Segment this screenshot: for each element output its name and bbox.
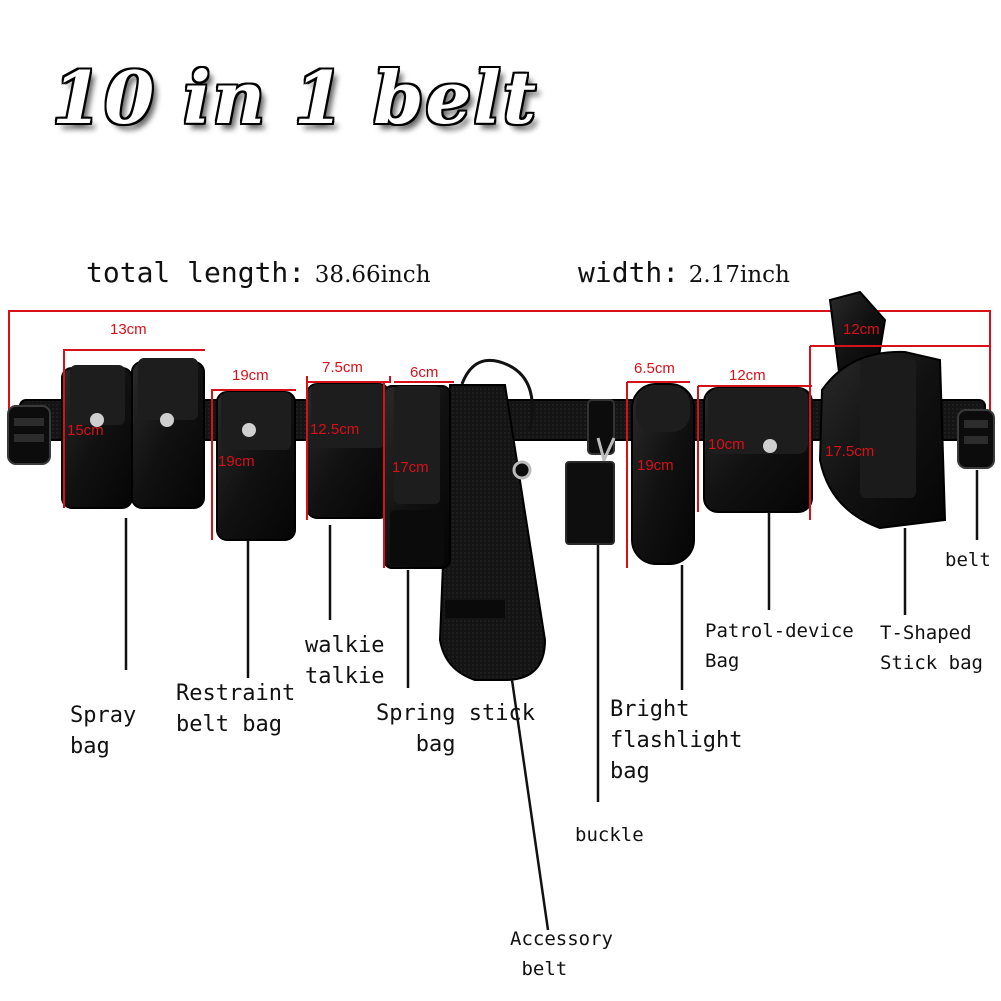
- spray-bag-label: Spray bag: [70, 703, 137, 759]
- spray-bag: [61, 358, 205, 509]
- accessory-belt-loop: [438, 358, 547, 681]
- width-spec: width: 2.17inch: [578, 256, 790, 289]
- belt-label: belt: [945, 549, 991, 571]
- patrol-width-dim: 12cm: [729, 367, 766, 384]
- buckle-label: buckle: [575, 824, 644, 846]
- total-length-spec: total length: 38.66inch: [86, 256, 431, 289]
- callout-lines: [124, 470, 979, 931]
- total-length-bracket: [8, 310, 991, 420]
- patrol-height-dim: 10cm: [708, 436, 745, 453]
- width-value: 2.17inch: [688, 262, 790, 288]
- spring-height-dim: 17cm: [392, 459, 429, 476]
- patrol-device-bag: [703, 387, 813, 513]
- left-side-buckle: [7, 405, 51, 465]
- restraint-width-dim: 19cm: [232, 367, 269, 384]
- spray-height-dim: 15cm: [67, 422, 104, 439]
- tshaped-width-dim: 12cm: [843, 321, 880, 338]
- t-shaped-stick-bag: [818, 290, 947, 530]
- spring-stick-bag: [383, 385, 451, 569]
- spray-width-dim: 13cm: [110, 321, 147, 338]
- spring-stick-bag-label: Spring stick bag: [376, 701, 535, 757]
- total-length-value: 38.66inch: [314, 262, 431, 288]
- flashlight-height-dim: 19cm: [637, 457, 674, 474]
- accessory-belt-label: Accessory belt: [510, 928, 613, 980]
- tshaped-height-dim: 17.5cm: [825, 443, 875, 460]
- walkie-height-dim: 12.5cm: [310, 421, 360, 438]
- spring-width-dim: 6cm: [410, 364, 439, 381]
- product-title: 10 in 1 belt: [52, 55, 538, 140]
- flashlight-width-dim: 6.5cm: [634, 360, 675, 377]
- total-length-label: total length:: [86, 256, 306, 289]
- flashlight-bag-label: Bright flashlight bag: [610, 697, 743, 784]
- t-shaped-stick-bag-label: T-Shaped Stick bag: [880, 622, 983, 674]
- patrol-device-bag-label: Patrol-device Bag: [705, 620, 854, 672]
- walkie-talkie-label: walkie talkie: [305, 633, 385, 689]
- keychain-buckle: [512, 399, 616, 545]
- restraint-belt-bag: [216, 391, 296, 541]
- width-label: width:: [578, 256, 680, 289]
- restraint-belt-bag-label: Restraint belt bag: [176, 681, 296, 737]
- dimension-brackets: [63, 345, 990, 568]
- walkie-width-dim: 7.5cm: [322, 359, 363, 376]
- restraint-height-dim: 19cm: [218, 453, 255, 470]
- walkie-talkie-pouch: [306, 383, 390, 519]
- right-side-buckle: [957, 409, 995, 469]
- flashlight-bag: [631, 383, 695, 565]
